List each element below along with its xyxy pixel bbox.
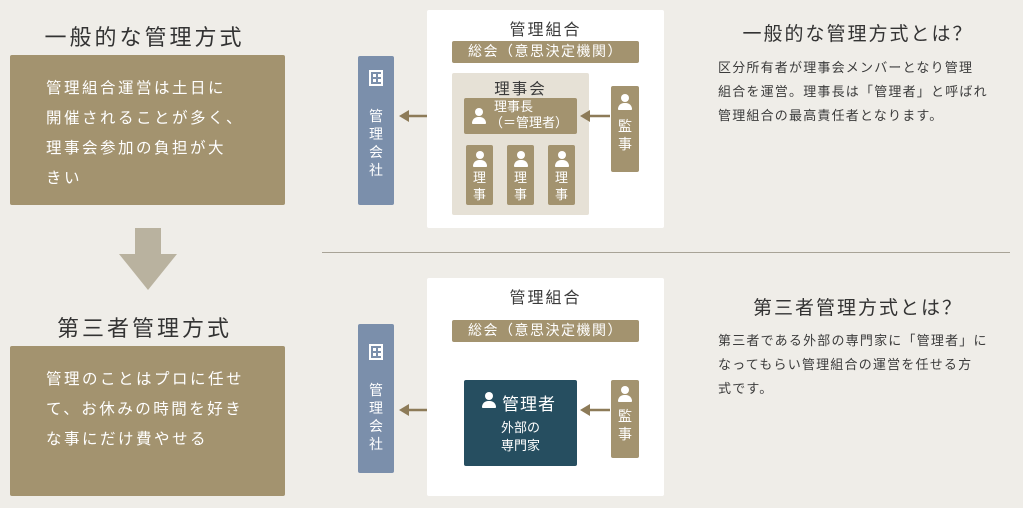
management-company-label: 管理会社 [369,383,383,453]
chairman-sub-label: （＝管理者） [490,116,569,131]
person-icon [472,108,486,124]
down-arrow-icon [119,228,177,290]
building-icon [369,70,383,86]
manager-sub-line: 外部の [500,421,540,436]
chairman-label: 理事長 [494,100,534,115]
chairman-box: 理事長 （＝管理者） [464,98,577,134]
general-method-summary: 管理組合運営は土日に 開催されることが多く、 理事会参加の負担が大 きい [10,55,285,205]
auditor-box: 監事 [611,86,639,172]
building-icon [369,344,383,360]
description-line: 組合を運営。理事長は「管理者」と呼ばれ [718,85,988,100]
association-panel: 管理組合 総会（意思決定機関） 管理者 外部の 専門家 監事 [427,278,664,496]
director-label: 理事 [513,171,527,203]
general-method-description: 区分所有者が理事会メンバーとなり管理 組合を運営。理事長は「管理者」と呼ばれ 管… [718,57,1018,129]
summary-line: て、お休みの時間を好き [46,400,244,418]
description-line: 第三者である外部の専門家に「管理者」に [718,334,988,349]
director-box: 理事 [466,145,493,205]
management-company-box: 管理会社 [358,56,394,205]
auditor-box: 監事 [611,380,639,458]
board-title: 理事会 [494,80,547,98]
summary-line: 理事会参加の負担が大 [46,139,227,157]
general-method-title: 一般的な管理方式 [44,26,245,51]
director-box: 理事 [548,145,575,205]
summary-line: 管理のことはプロに任せ [46,370,245,388]
general-method-heading: 一般的な管理方式とは？ [742,23,974,45]
board-box: 理事会 理事長 （＝管理者） 理事 理事 理事 [452,73,589,215]
director-label: 理事 [554,171,568,203]
description-line: なってもらい管理組合の運営を任せる方 [718,358,973,373]
auditor-label: 監事 [618,409,632,443]
third-party-method-summary: 管理のことはプロに任せ て、お休みの時間を好き な事にだけ費やせる [10,346,285,496]
manager-label: 管理者 [502,395,556,415]
third-party-method-heading: 第三者管理方式とは？ [752,297,963,319]
left-arrow-icon [580,404,610,416]
person-icon [554,151,569,167]
management-company-box: 管理会社 [358,324,394,473]
summary-line: きい [46,169,83,187]
manager-sub-label: 外部の 専門家 [464,420,577,456]
association-title: 管理組合 [509,288,582,307]
director-label: 理事 [472,171,486,203]
third-party-method-title: 第三者管理方式 [56,317,232,342]
person-icon [618,94,632,110]
external-manager-box: 管理者 外部の 専門家 [464,380,577,466]
association-title: 管理組合 [509,20,582,39]
description-line: 管理組合の最高責任者となります。 [718,109,944,124]
general-assembly-box: 総会（意思決定機関） [452,320,639,342]
third-party-method-description: 第三者である外部の専門家に「管理者」に なってもらい管理組合の運営を任せる方 式… [718,330,1018,402]
summary-line: 管理組合運営は土日に [46,79,227,97]
management-company-label: 管理会社 [369,109,383,179]
director-box: 理事 [507,145,534,205]
summary-line: 開催されることが多く、 [46,109,245,127]
manager-sub-line: 専門家 [500,439,540,454]
auditor-label: 監事 [618,119,632,153]
person-icon [472,151,487,167]
description-line: 区分所有者が理事会メンバーとなり管理 [718,61,974,76]
person-icon [482,392,496,408]
person-icon [513,151,528,167]
section-divider [322,252,1010,253]
summary-line: な事にだけ費やせる [46,430,209,448]
general-assembly-box: 総会（意思決定機関） [452,41,639,63]
person-icon [618,386,632,402]
description-line: 式です。 [718,382,774,397]
association-panel: 管理組合 総会（意思決定機関） 理事会 理事長 （＝管理者） 理事 理事 理事 … [427,10,664,228]
left-arrow-icon [580,110,610,122]
